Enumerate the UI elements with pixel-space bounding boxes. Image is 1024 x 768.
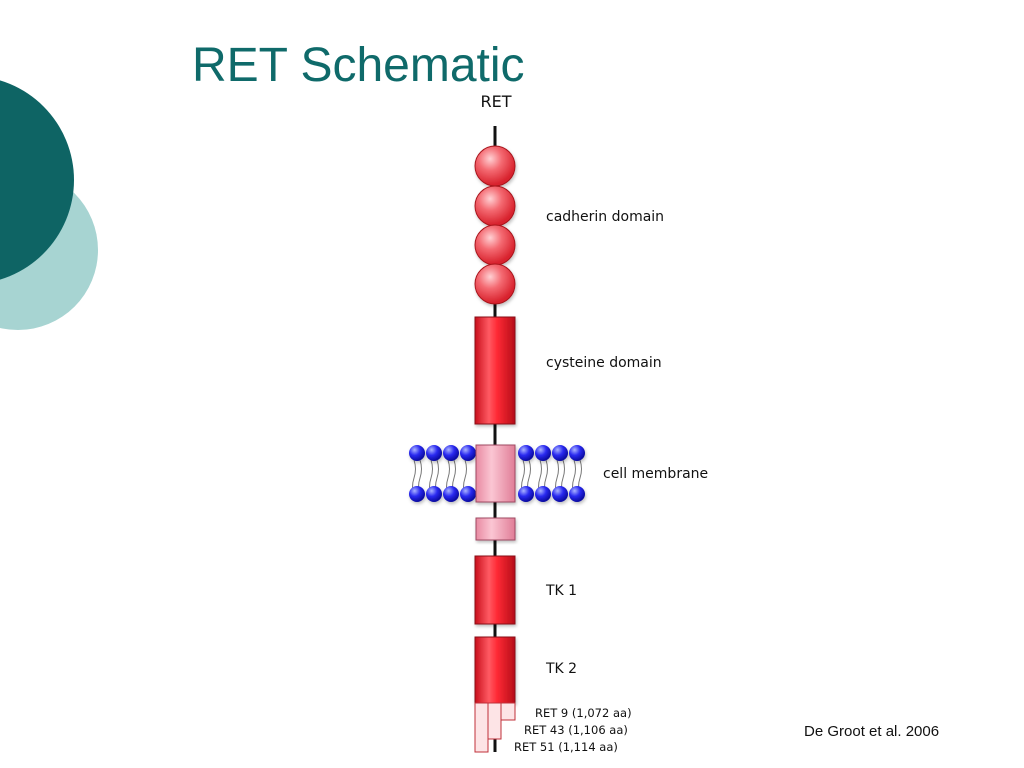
cadherin-domain-label: cadherin domain [546, 209, 664, 225]
transmembrane-segment [475, 444, 516, 503]
isoform-tails [474, 702, 516, 753]
cysteine-domain [474, 316, 516, 425]
lipid-head [409, 486, 425, 502]
lipid-head [535, 445, 551, 461]
tk2-label: TK 2 [545, 661, 577, 677]
cadherin-domain [474, 145, 516, 305]
lipid-head [552, 445, 568, 461]
isoform-tail-ret43 [487, 702, 502, 740]
isoform-tail-ret9 [500, 702, 516, 721]
cell-membrane-label: cell membrane [603, 466, 708, 482]
lipid-head [569, 486, 585, 502]
slide-title: RET Schematic [192, 39, 525, 92]
lipid-head [518, 445, 534, 461]
cell-membrane [409, 445, 585, 502]
juxtamembrane-segment [475, 517, 516, 541]
tk2-domain [474, 636, 516, 704]
tk1-label: TK 1 [545, 583, 577, 599]
tk1-domain [474, 555, 516, 625]
lipid-head [426, 445, 442, 461]
isoform-label-ret9: RET 9 (1,072 aa) [535, 706, 632, 720]
cadherin-sphere-3 [474, 224, 516, 266]
isoform-label-ret51: RET 51 (1,114 aa) [514, 740, 618, 754]
lipid-head [409, 445, 425, 461]
isoform-label-ret43: RET 43 (1,106 aa) [524, 723, 628, 737]
cadherin-sphere-1 [474, 145, 516, 187]
dark-teal-circle [0, 80, 74, 280]
protein-name-label: RET [481, 92, 512, 111]
lipid-head [426, 486, 442, 502]
cysteine-domain-label: cysteine domain [546, 355, 662, 371]
lipid-head [569, 445, 585, 461]
lipid-head [535, 486, 551, 502]
isoform-tail-ret51 [474, 702, 489, 753]
lipid-head [552, 486, 568, 502]
cadherin-sphere-2 [474, 185, 516, 227]
citation: De Groot et al. 2006 [804, 723, 940, 740]
lipid-head [443, 486, 459, 502]
lipid-head [443, 445, 459, 461]
cadherin-sphere-4 [474, 263, 516, 305]
lipid-head [518, 486, 534, 502]
decorative-circles [0, 80, 98, 330]
lipid-head [460, 486, 476, 502]
lipid-head [460, 445, 476, 461]
